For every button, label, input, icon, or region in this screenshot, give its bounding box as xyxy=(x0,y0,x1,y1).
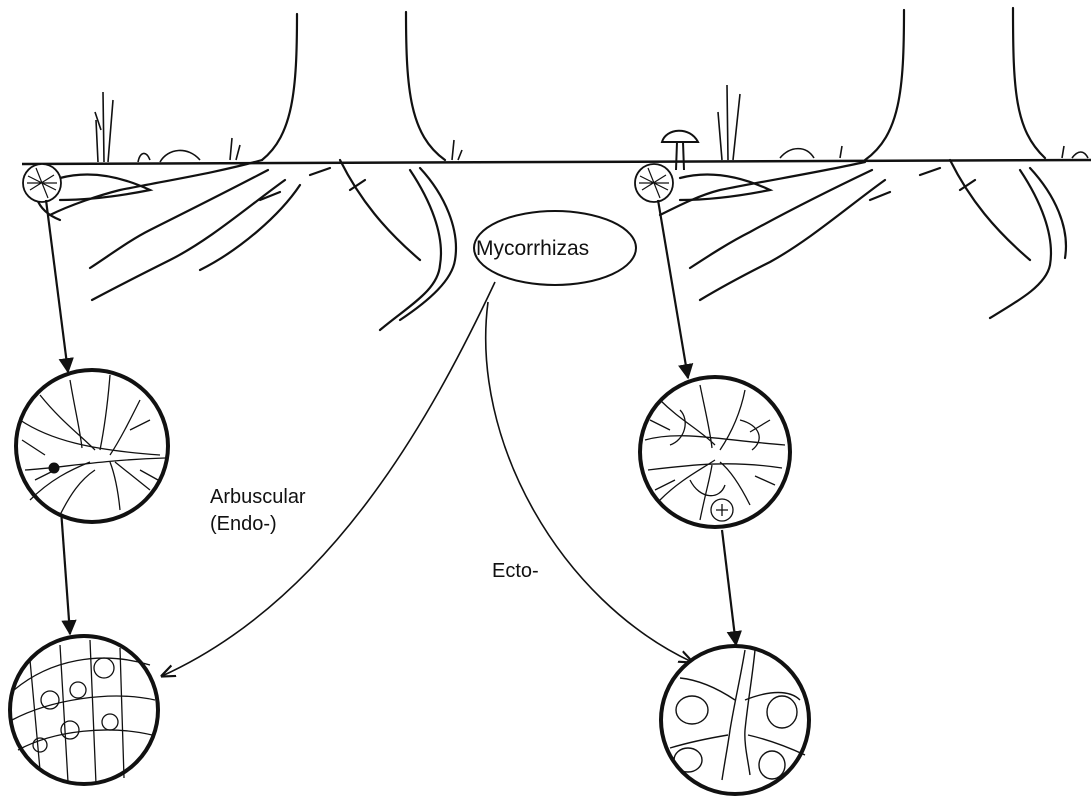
arrow-mantle-to-section xyxy=(722,530,736,645)
ecto-label: Ecto- xyxy=(492,558,539,584)
endo-label: (Endo-) xyxy=(210,511,277,537)
arrow-root-to-mantle-view xyxy=(658,200,688,378)
ecto-hartig-net-circle xyxy=(640,377,790,527)
ground-line xyxy=(22,160,1091,164)
mushroom-icon xyxy=(662,131,698,170)
arbuscular-label: Arbuscular xyxy=(210,484,306,510)
mycorrhizas-label: Mycorrhizas xyxy=(476,236,589,262)
arbuscular-root-section-circle xyxy=(10,636,158,784)
left-tree xyxy=(35,12,456,330)
ground-vegetation xyxy=(95,85,1088,162)
category-arrows xyxy=(162,282,692,676)
arrow-root-to-arbuscule-view xyxy=(46,200,68,372)
right-tree xyxy=(660,8,1066,318)
left-root-detail xyxy=(23,164,61,202)
arbuscular-hyphae-circle xyxy=(16,370,168,522)
right-root-detail xyxy=(635,164,673,202)
arrow-to-arbuscular xyxy=(162,282,495,676)
ecto-root-section-circle xyxy=(661,646,809,794)
